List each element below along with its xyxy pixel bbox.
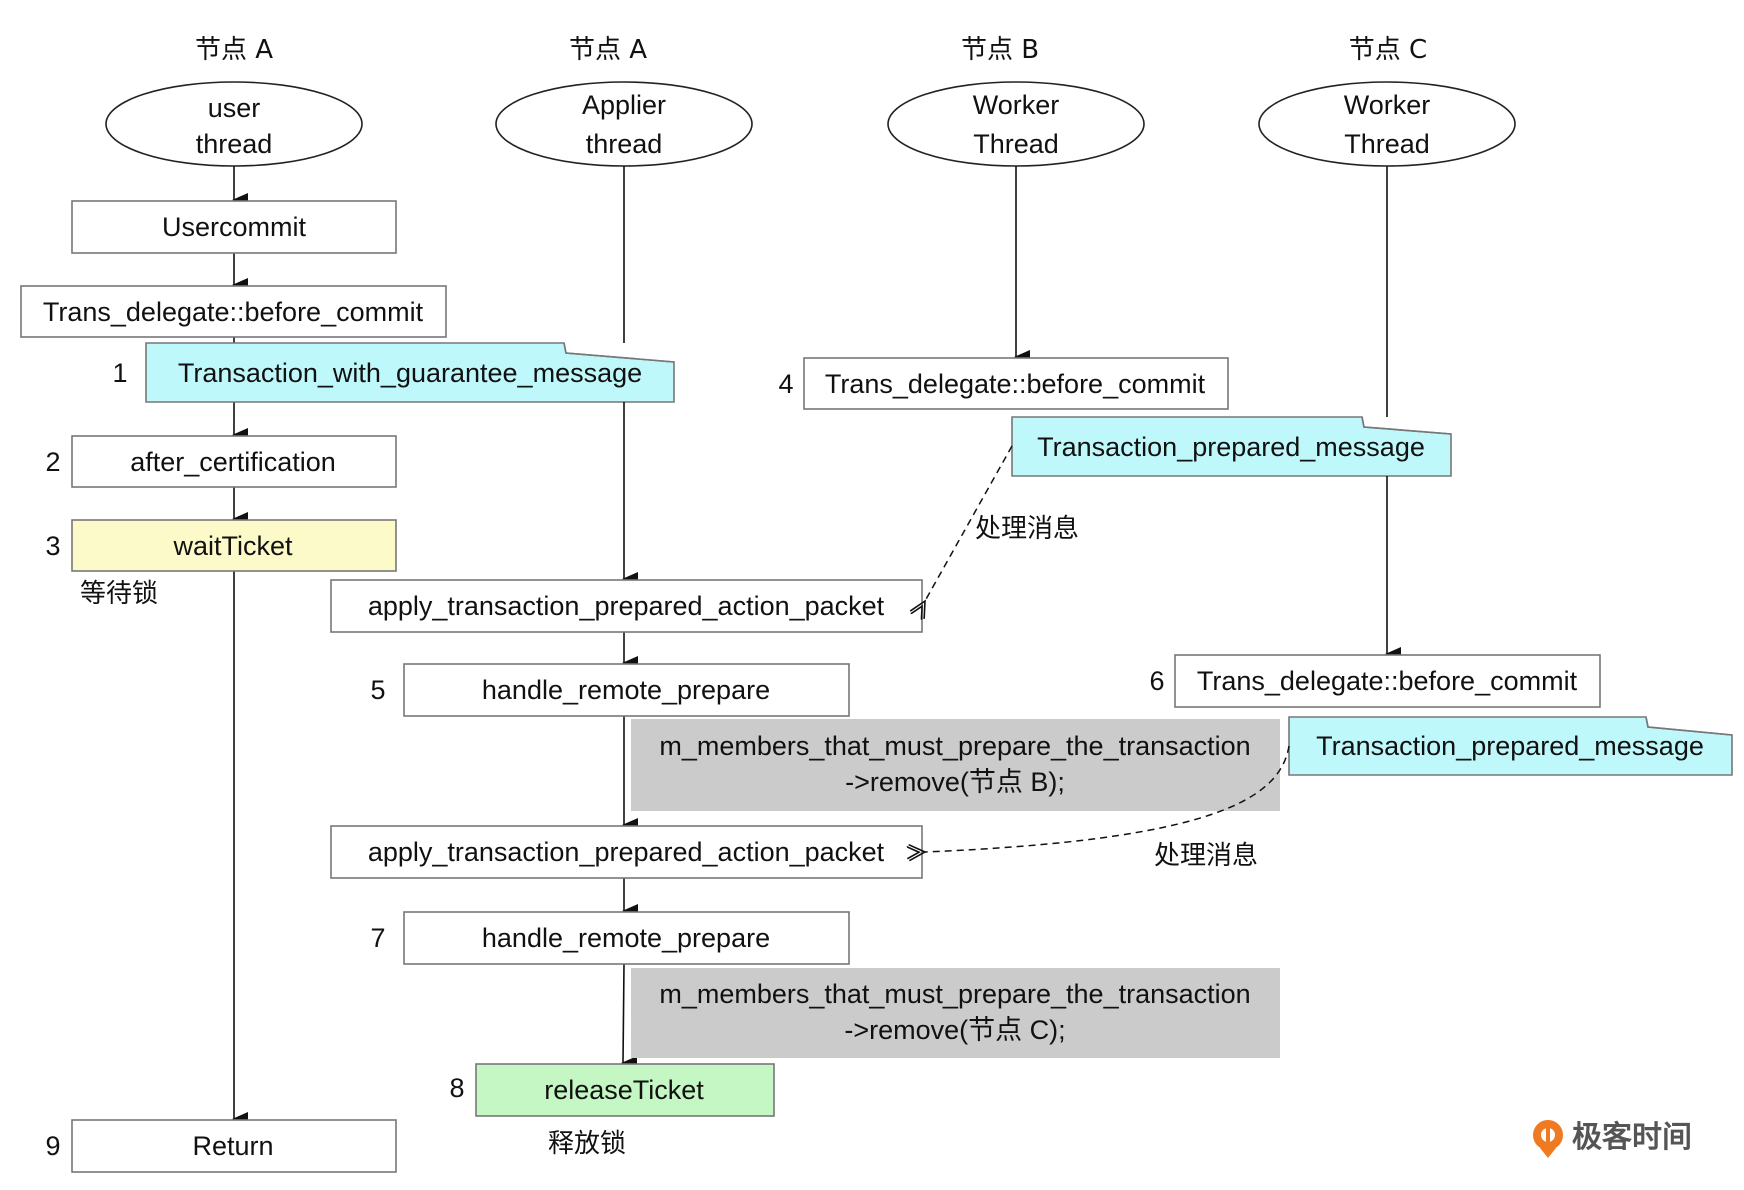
usercommit-label: Usercommit xyxy=(162,212,307,242)
after-certification-label: after_certification xyxy=(130,447,336,477)
dashed-arrow-node-c-to-apply2 xyxy=(925,745,1290,852)
before-commit-b-label: Trans_delegate::before_commit xyxy=(825,369,1206,399)
geektime-logo: 极客时间 xyxy=(1533,1120,1692,1158)
remove-node-c-line1: m_members_that_must_prepare_the_transact… xyxy=(659,979,1250,1009)
wait-lock-note: 等待锁 xyxy=(80,579,158,609)
after-certification-box: after_certification xyxy=(71,435,397,488)
step-number-8: 8 xyxy=(449,1073,464,1103)
handle-remote-prepare-box-5: handle_remote_prepare xyxy=(403,663,850,717)
geektime-logo-icon xyxy=(1533,1120,1563,1158)
release-ticket-label: releaseTicket xyxy=(544,1075,704,1105)
before-commit-c-label: Trans_delegate::before_commit xyxy=(1197,666,1578,696)
guarantee-message-label: Transaction_with_guarantee_message xyxy=(178,358,642,388)
step-number-5: 5 xyxy=(370,675,385,705)
before-commit-box-b: Trans_delegate::before_commit xyxy=(803,357,1229,410)
step-number-7: 7 xyxy=(370,923,385,953)
release-lock-note: 释放锁 xyxy=(548,1129,626,1159)
remove-node-c-note: m_members_that_must_prepare_the_transact… xyxy=(631,968,1280,1058)
node-b-prepared-message-label: Transaction_prepared_message xyxy=(1037,432,1425,462)
node-b-thread-label-2: Thread xyxy=(973,129,1059,159)
apply-packet-1-label: apply_transaction_prepared_action_packet xyxy=(368,591,885,621)
node-b-thread-label-1: Worker xyxy=(973,90,1060,120)
return-box: Return xyxy=(71,1119,397,1173)
apply-packet-box-1: apply_transaction_prepared_action_packet xyxy=(330,579,923,633)
header-node-a-applier: 节点 A xyxy=(569,35,647,65)
node-c-prepared-message-label: Transaction_prepared_message xyxy=(1316,731,1704,761)
applier-thread-label-2: thread xyxy=(586,129,663,159)
handle-remote-prepare-7-label: handle_remote_prepare xyxy=(482,923,770,953)
remove-node-c-line2: ->remove(节点 C); xyxy=(844,1015,1065,1045)
node-b-worker-thread-ellipse: Worker Thread xyxy=(887,81,1145,167)
header-node-c: 节点 C xyxy=(1349,35,1427,65)
apply-packet-2-label: apply_transaction_prepared_action_packet xyxy=(368,837,885,867)
guarantee-message-note: Transaction_with_guarantee_message xyxy=(145,342,675,403)
handle-remote-prepare-box-7: handle_remote_prepare xyxy=(403,911,850,965)
header-node-b: 节点 B xyxy=(961,35,1039,65)
remove-node-b-line2: ->remove(节点 B); xyxy=(845,767,1065,797)
user-thread-label-1: user xyxy=(208,93,261,123)
usercommit-box: Usercommit xyxy=(71,200,397,254)
applier-thread-label-1: Applier xyxy=(582,90,666,120)
step-number-4: 4 xyxy=(778,369,793,399)
geektime-logo-text: 极客时间 xyxy=(1572,1120,1692,1155)
node-c-worker-thread-ellipse: Worker Thread xyxy=(1258,81,1516,167)
before-commit-box-c: Trans_delegate::before_commit xyxy=(1174,654,1601,708)
step-number-6: 6 xyxy=(1149,666,1164,696)
handle-remote-prepare-5-label: handle_remote_prepare xyxy=(482,675,770,705)
step-number-9: 9 xyxy=(45,1131,60,1161)
user-thread-ellipse: user thread xyxy=(105,81,363,167)
process-message-label-b: 处理消息 xyxy=(975,514,1079,544)
step-number-2: 2 xyxy=(45,447,60,477)
arrow-handle7-to-release xyxy=(621,963,638,1071)
user-thread-label-2: thread xyxy=(196,129,273,159)
before-commit-box-a: Trans_delegate::before_commit xyxy=(20,285,447,338)
return-label: Return xyxy=(192,1131,273,1161)
node-c-thread-label-1: Worker xyxy=(1344,90,1431,120)
process-message-label-c: 处理消息 xyxy=(1154,841,1258,871)
remove-node-b-line1: m_members_that_must_prepare_the_transact… xyxy=(659,731,1250,761)
node-b-prepared-message-note: Transaction_prepared_message xyxy=(1011,416,1452,477)
node-c-thread-label-2: Thread xyxy=(1344,129,1430,159)
applier-thread-ellipse: Applier thread xyxy=(495,81,753,167)
step-number-3: 3 xyxy=(45,531,60,561)
wait-ticket-label: waitTicket xyxy=(172,531,293,561)
apply-packet-box-2: apply_transaction_prepared_action_packet xyxy=(330,825,923,879)
release-ticket-box: releaseTicket xyxy=(475,1063,775,1117)
dashed-arrow-node-b-to-apply1 xyxy=(925,445,1013,601)
before-commit-a-label: Trans_delegate::before_commit xyxy=(43,297,424,327)
node-c-prepared-message-note: Transaction_prepared_message xyxy=(1288,716,1733,776)
step-number-1: 1 xyxy=(112,358,127,388)
wait-ticket-box: waitTicket xyxy=(71,519,397,572)
header-node-a-user: 节点 A xyxy=(195,35,273,65)
remove-node-b-note: m_members_that_must_prepare_the_transact… xyxy=(631,719,1280,811)
